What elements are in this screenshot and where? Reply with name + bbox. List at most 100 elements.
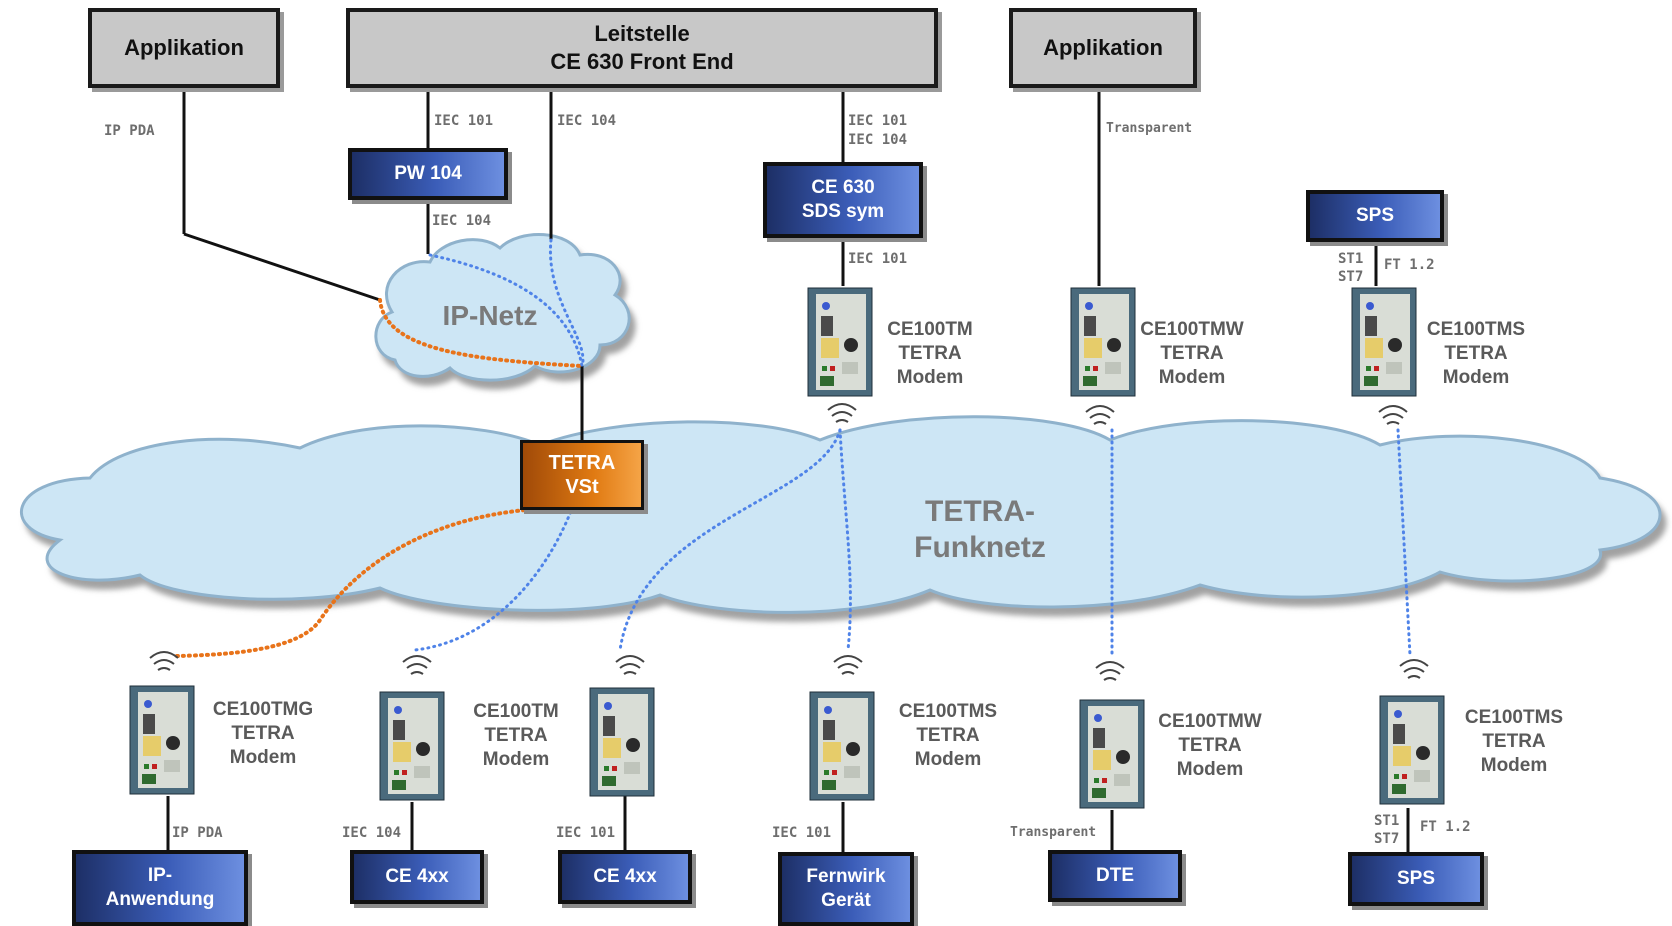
- tetra-vst-box: TETRA VSt: [520, 440, 644, 510]
- fernwirk-label-2: Gerät: [821, 890, 871, 911]
- device-model: CE100TMG: [212, 699, 314, 720]
- protocol-label: Transparent: [1106, 121, 1193, 136]
- applikation-right-box: Applikation: [1009, 8, 1197, 88]
- device-model: CE100TMW: [1140, 319, 1244, 340]
- protocol-label: IEC 104: [432, 213, 492, 229]
- sps-top-box: SPS: [1306, 190, 1444, 242]
- ip-anwendung-box: IP- Anwendung: [72, 850, 248, 926]
- device-label-bottom-5: CE100TMS TETRA Modem: [1458, 706, 1570, 778]
- ip-netz-cloud: [374, 232, 631, 382]
- sps-bottom-label: SPS: [1396, 868, 1436, 889]
- device-type: TETRA: [231, 723, 295, 744]
- pw104-box: PW 104: [348, 148, 508, 200]
- sps-top-label: SPS: [1355, 205, 1395, 226]
- protocol-label: IEC 101: [848, 113, 908, 129]
- protocol-label: IEC 101: [772, 825, 832, 841]
- protocol-label: ST1: [1338, 251, 1364, 267]
- ce4xx-label-2: CE 4xx: [593, 866, 657, 887]
- ce630-label: CE 630: [811, 177, 875, 198]
- dte-label: DTE: [1096, 865, 1134, 886]
- device-model: CE100TMS: [1464, 707, 1564, 728]
- device-type: TETRA: [1178, 735, 1242, 756]
- leitstelle-title: Leitstelle: [594, 21, 690, 46]
- protocol-label: FT 1.2: [1384, 257, 1435, 273]
- device-kind: Modem: [914, 749, 982, 770]
- ce4xx-box-2: CE 4xx: [558, 850, 692, 904]
- protocol-label: IEC 104: [848, 132, 908, 148]
- device-label-bottom-1: CE100TMG TETRA Modem: [204, 698, 322, 770]
- dte-box: DTE: [1048, 850, 1182, 902]
- tetra-funknetz-line-1: TETRA-: [925, 495, 1035, 528]
- antenna-waves-icon: [615, 655, 645, 675]
- antenna-waves-icon: [402, 655, 432, 675]
- applikation-right-label: Applikation: [1043, 35, 1163, 60]
- leitstelle-subtitle: CE 630 Front End: [550, 49, 734, 74]
- antenna-waves-icon: [1378, 405, 1408, 425]
- device-label-bottom-2: CE100TM TETRA Modem: [466, 700, 566, 772]
- blue-dotted-links: [413, 238, 1412, 657]
- device-label-top-3: CE100TMS TETRA Modem: [1420, 318, 1532, 390]
- device-label-bottom-3: CE100TMS TETRA Modem: [892, 700, 1004, 772]
- modem-bottom-4: [809, 691, 875, 801]
- ip-anwendung-label-2: Anwendung: [105, 889, 215, 910]
- modem-bottom-1: [129, 685, 195, 795]
- sds-sym-label: SDS sym: [801, 201, 885, 222]
- modem-bottom-3: [589, 687, 655, 797]
- antenna-waves-icon: [1095, 661, 1125, 681]
- device-type: TETRA: [1482, 731, 1546, 752]
- protocol-label: IEC 104: [557, 113, 617, 129]
- device-type: TETRA: [1444, 343, 1508, 364]
- protocol-label: ST7: [1374, 831, 1400, 847]
- antenna-waves-icon: [149, 651, 179, 671]
- antenna-waves-icon: [827, 403, 857, 423]
- protocol-label: ST1: [1374, 813, 1400, 829]
- device-model: CE100TM: [887, 319, 973, 340]
- antenna-waves-icon: [1085, 405, 1115, 425]
- protocol-label: ST7: [1338, 269, 1364, 285]
- modem-bottom-6: [1379, 695, 1445, 805]
- tetra-funknetz-title: TETRA- Funknetz: [880, 494, 1080, 566]
- ce4xx-label-1: CE 4xx: [385, 866, 449, 887]
- tetra-funknetz-cloud: [19, 415, 1662, 614]
- tetra-vst-label-2: VSt: [565, 476, 599, 498]
- modem-top-3: [1351, 287, 1417, 397]
- protocol-label: Transparent: [1010, 825, 1097, 840]
- device-kind: Modem: [229, 747, 297, 768]
- modem-top-1: [807, 287, 873, 397]
- leitstelle-box: Leitstelle CE 630 Front End: [346, 8, 938, 88]
- device-kind: Modem: [1176, 759, 1244, 780]
- modem-bottom-2: [379, 691, 445, 801]
- applikation-left-label: Applikation: [124, 35, 244, 60]
- modem-top-2: [1070, 287, 1136, 397]
- protocol-label: IEC 101: [434, 113, 494, 129]
- wired-links: [166, 86, 1410, 852]
- applikation-left-box: Applikation: [88, 8, 280, 88]
- device-kind: Modem: [1480, 755, 1548, 776]
- device-model: CE100TMS: [1426, 319, 1526, 340]
- antenna-waves-icon: [1399, 659, 1429, 679]
- antenna-waves-icon: [833, 655, 863, 675]
- device-model: CE100TMW: [1158, 711, 1262, 732]
- tetra-vst-label-1: TETRA: [548, 452, 616, 474]
- device-model: CE100TMS: [898, 701, 998, 722]
- device-kind: Modem: [1442, 367, 1510, 388]
- ip-netz-title: IP-Netz: [442, 300, 538, 331]
- tetra-funknetz-line-2: Funknetz: [914, 531, 1046, 564]
- pw104-label: PW 104: [394, 163, 462, 184]
- protocol-label: IP PDA: [104, 123, 155, 139]
- orange-dotted-link: [174, 298, 584, 658]
- device-type: TETRA: [898, 343, 962, 364]
- protocol-label: FT 1.2: [1420, 819, 1471, 835]
- sps-bottom-box: SPS: [1348, 852, 1484, 906]
- device-label-top-1: CE100TM TETRA Modem: [880, 318, 980, 390]
- protocol-label: IEC 101: [848, 251, 908, 267]
- ce4xx-box-1: CE 4xx: [350, 850, 484, 904]
- device-kind: Modem: [482, 749, 550, 770]
- protocol-label: IP PDA: [172, 825, 223, 841]
- fernwirk-geraet-box: Fernwirk Gerät: [778, 852, 914, 926]
- device-kind: Modem: [896, 367, 964, 388]
- device-label-bottom-4: CE100TMW TETRA Modem: [1154, 710, 1266, 782]
- device-type: TETRA: [916, 725, 980, 746]
- device-type: TETRA: [1160, 343, 1224, 364]
